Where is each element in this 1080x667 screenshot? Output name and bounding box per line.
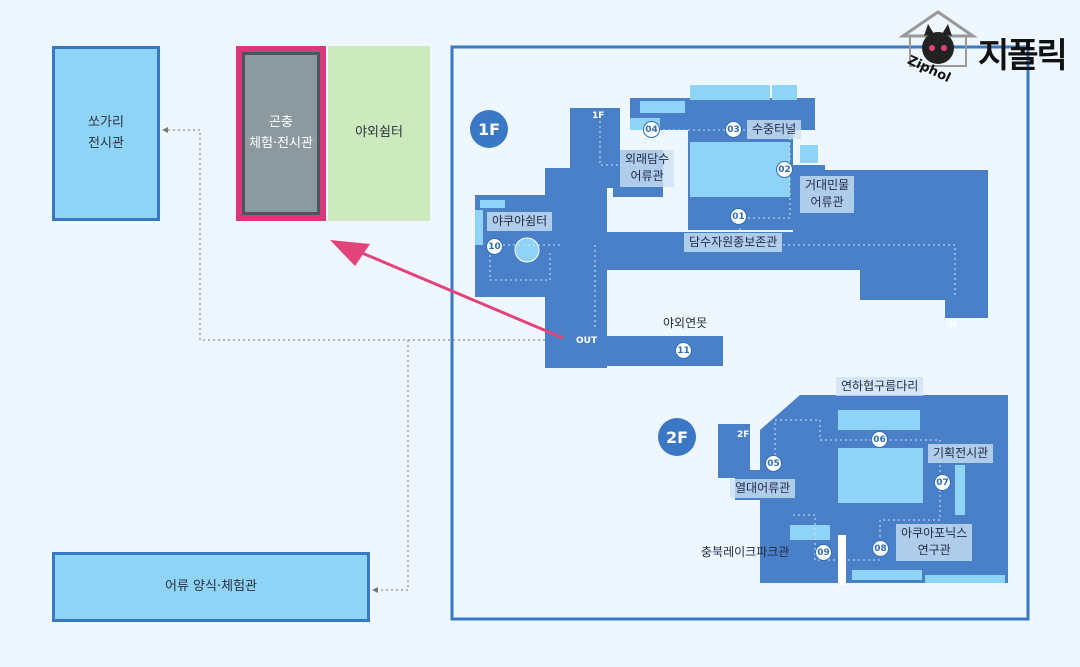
outdoor-shelter: 야외쉼터 <box>328 46 430 221</box>
tunnel-label: 수중터널 <box>747 120 802 140</box>
stop-02: 02 <box>776 161 793 178</box>
conservation-label: 담수자원종보존관 <box>684 233 783 253</box>
planning-exhibit-label: 기획전시관 <box>928 444 994 464</box>
lake-park-label: 충북레이크파크관 <box>701 545 790 559</box>
stop-09: 09 <box>815 544 832 561</box>
floor-2f-badge: 2F <box>658 418 696 456</box>
outdoor-shelter-label: 야외쉼터 <box>355 125 403 141</box>
stop-08: 08 <box>872 540 889 557</box>
giant-fish-label: 거대민물 어류관 <box>800 176 855 213</box>
floor-1f-badge: 1F <box>470 110 508 148</box>
stop-11: 11 <box>675 342 692 359</box>
stop-03: 03 <box>725 121 742 138</box>
stop-01: 01 <box>730 208 747 225</box>
breeding-label: 어류 양식·체험관 <box>165 578 257 594</box>
insect-hall: 곤충 체험·전시관 <box>236 46 326 221</box>
entrance-label: IN <box>946 320 957 330</box>
sogari-exhibition-hall: 쏘가리 전시관 <box>52 46 160 221</box>
stop-05: 05 <box>765 455 782 472</box>
stop-04: 04 <box>643 121 660 138</box>
stop-07: 07 <box>934 474 951 491</box>
exit-label: OUT <box>576 336 598 346</box>
aquaponics-label: 아쿠아포닉스 연구관 <box>896 524 973 561</box>
stop-06: 06 <box>871 431 888 448</box>
breeding-experience-hall: 어류 양식·체험관 <box>52 552 370 622</box>
stop-10: 10 <box>486 238 503 255</box>
insect-hall-label: 곤충 체험·전시관 <box>249 115 313 151</box>
bridge-label: 연하협구름다리 <box>836 377 924 397</box>
tropical-fish-label: 열대어류관 <box>730 479 796 499</box>
foreign-fish-label: 외래담수 어류관 <box>620 150 675 187</box>
logo-text: 지폴릭 <box>978 36 1068 76</box>
stair-1f-label: 1F <box>592 111 605 121</box>
pond-label: 야외연못 <box>663 316 708 330</box>
zipholic-logo <box>898 10 978 67</box>
sogari-label: 쏘가리 전시관 <box>88 115 124 151</box>
stair-2f-label: 2F <box>737 430 750 440</box>
aqua-shelter-label: 야쿠아쉼터 <box>487 212 553 232</box>
